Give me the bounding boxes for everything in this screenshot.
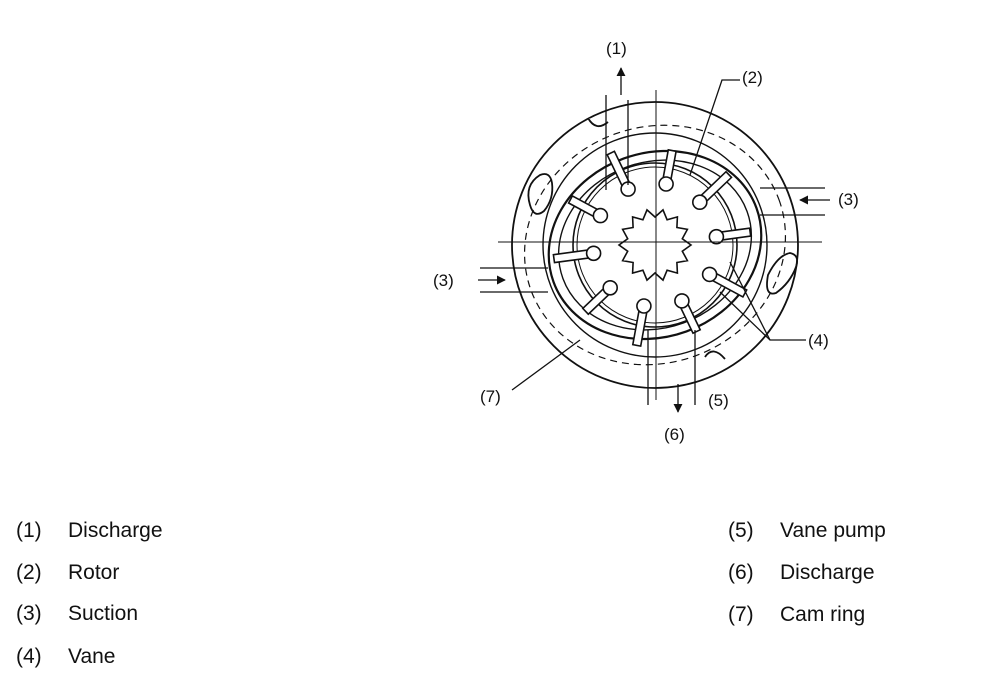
vane-hole: [636, 298, 652, 314]
rotor: [572, 162, 738, 328]
flow-arrows: [478, 67, 830, 413]
legend-item-1: (1)Discharge: [16, 519, 163, 542]
vane-hole: [674, 293, 690, 309]
vane-hole: [691, 194, 708, 210]
vane-hole: [658, 176, 674, 192]
callout-3-right: (3): [838, 190, 859, 209]
callout-6: (6): [664, 425, 685, 444]
vane-hole: [592, 207, 609, 224]
vanes: [552, 148, 752, 348]
legend-item-6: (6)Discharge: [728, 561, 875, 584]
legend-item-2: (2)Rotor: [16, 561, 120, 584]
callout-2: (2): [742, 68, 763, 87]
legend-item-3: (3)Suction: [16, 602, 139, 625]
splined-hub: [617, 208, 693, 282]
center-lines: [498, 90, 822, 400]
callout-4: (4): [808, 331, 829, 350]
legend-item-5: (5)Vane pump: [728, 519, 886, 542]
vane-hole: [602, 279, 619, 296]
vane-hole: [585, 245, 602, 262]
right-kidney-slot: [766, 252, 799, 295]
legend-item-4: (4)Vane: [16, 645, 116, 668]
callout-1: (1): [606, 39, 627, 58]
callout-3-left: (3): [433, 271, 454, 290]
left-kidney-slot: [527, 173, 554, 215]
vane-hole: [701, 266, 718, 283]
vane-hole: [708, 228, 725, 245]
legend-item-7: (7)Cam ring: [728, 603, 866, 626]
callout-5: (5): [708, 391, 729, 410]
pump-housing: [511, 101, 799, 389]
cam-ring: [523, 124, 787, 366]
callout-7: (7): [480, 387, 501, 406]
vane-pump-diagram: (1) (2) (3) (3) (4) (5) (6) (7): [433, 39, 859, 444]
